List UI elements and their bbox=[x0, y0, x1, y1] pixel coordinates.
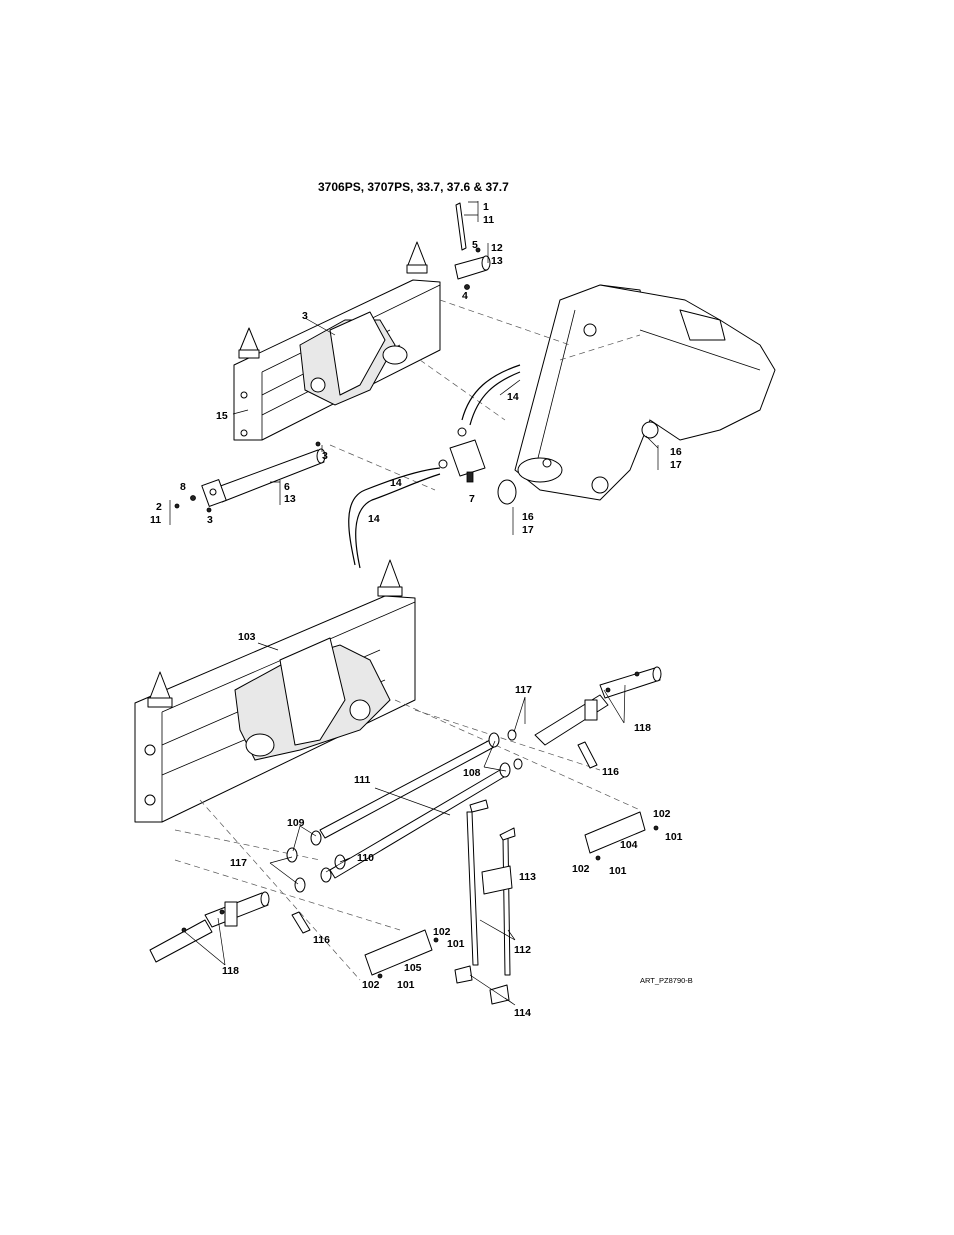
pin-assembly-part-6 bbox=[175, 442, 325, 512]
callout-2: 2 bbox=[156, 501, 162, 513]
callout-104: 104 bbox=[620, 839, 638, 851]
callout-17: 17 bbox=[670, 459, 682, 471]
mounting-plate-part-105 bbox=[365, 930, 432, 975]
callout-116: 116 bbox=[602, 766, 619, 778]
art-code: ART_PZ8790-B bbox=[640, 976, 693, 985]
callout-118: 118 bbox=[634, 722, 651, 734]
callout-113: 113 bbox=[519, 871, 536, 883]
callout-14: 14 bbox=[368, 513, 380, 525]
callout-16: 16 bbox=[670, 446, 682, 458]
callout-15: 15 bbox=[216, 410, 228, 422]
pivot-pin-part-12 bbox=[455, 248, 490, 290]
callout-102: 102 bbox=[572, 863, 590, 875]
callout-16: 16 bbox=[522, 511, 534, 523]
callout-1: 1 bbox=[483, 201, 489, 213]
callout-101: 101 bbox=[665, 831, 683, 843]
callout-117: 117 bbox=[515, 684, 532, 696]
callout-11: 11 bbox=[483, 214, 494, 226]
seal-ring-part-16 bbox=[498, 480, 516, 504]
elbow-fittings-part-114 bbox=[455, 966, 509, 1004]
callout-7: 7 bbox=[469, 493, 475, 505]
quick-attach-frame-upper bbox=[234, 242, 440, 440]
callout-101: 101 bbox=[609, 865, 627, 877]
callout-116: 116 bbox=[313, 934, 330, 946]
bolt-part-101 bbox=[378, 974, 382, 978]
callout-101: 101 bbox=[397, 979, 415, 991]
bolt-part-101 bbox=[434, 938, 438, 942]
callout-117: 117 bbox=[230, 857, 247, 869]
callout-112: 112 bbox=[514, 944, 531, 956]
callout-4: 4 bbox=[462, 290, 468, 302]
callout-109: 109 bbox=[287, 817, 305, 829]
callout-14: 14 bbox=[507, 391, 519, 403]
callout-108: 108 bbox=[463, 767, 481, 779]
callout-102: 102 bbox=[433, 926, 451, 938]
callout-8: 8 bbox=[180, 481, 186, 493]
callout-6: 6 bbox=[284, 481, 290, 493]
callout-102: 102 bbox=[653, 808, 671, 820]
assembly-line bbox=[395, 700, 640, 810]
bolt-part-101 bbox=[654, 826, 658, 830]
callout-111: 111 bbox=[354, 774, 371, 786]
callout-5: 5 bbox=[472, 239, 478, 251]
diagram-title: 3706PS, 3707PS, 33.7, 37.6 & 37.7 bbox=[318, 180, 509, 194]
callout-17: 17 bbox=[522, 524, 534, 536]
callout-110: 110 bbox=[357, 852, 374, 864]
callout-118: 118 bbox=[222, 965, 239, 977]
callout-12: 12 bbox=[491, 242, 503, 254]
loader-arm-and-bucket bbox=[515, 285, 775, 500]
callout-101: 101 bbox=[447, 938, 465, 950]
bolt-part-101 bbox=[596, 856, 600, 860]
callout-13: 13 bbox=[491, 255, 503, 267]
lock-cylinder-left-part-118 bbox=[150, 892, 269, 962]
callout-103: 103 bbox=[238, 631, 256, 643]
pin-part-1 bbox=[456, 203, 466, 250]
fittings-part-108 bbox=[489, 730, 522, 777]
diverter-valve-part-7 bbox=[439, 428, 485, 482]
callout-13: 13 bbox=[284, 493, 296, 505]
callout-3: 3 bbox=[207, 514, 213, 526]
callout-114: 114 bbox=[514, 1007, 531, 1019]
callout-3: 3 bbox=[302, 310, 308, 322]
callout-11: 11 bbox=[150, 514, 161, 526]
hydraulic-hose-part-14 bbox=[349, 365, 520, 568]
callout-105: 105 bbox=[404, 962, 422, 974]
assembly-line bbox=[420, 360, 505, 420]
quick-attach-frame-lower bbox=[135, 560, 415, 822]
pin-part-116-left bbox=[292, 912, 310, 933]
callout-3: 3 bbox=[322, 450, 328, 462]
callout-102: 102 bbox=[362, 979, 380, 991]
callout-14: 14 bbox=[390, 477, 402, 489]
assembly-line bbox=[175, 830, 320, 860]
